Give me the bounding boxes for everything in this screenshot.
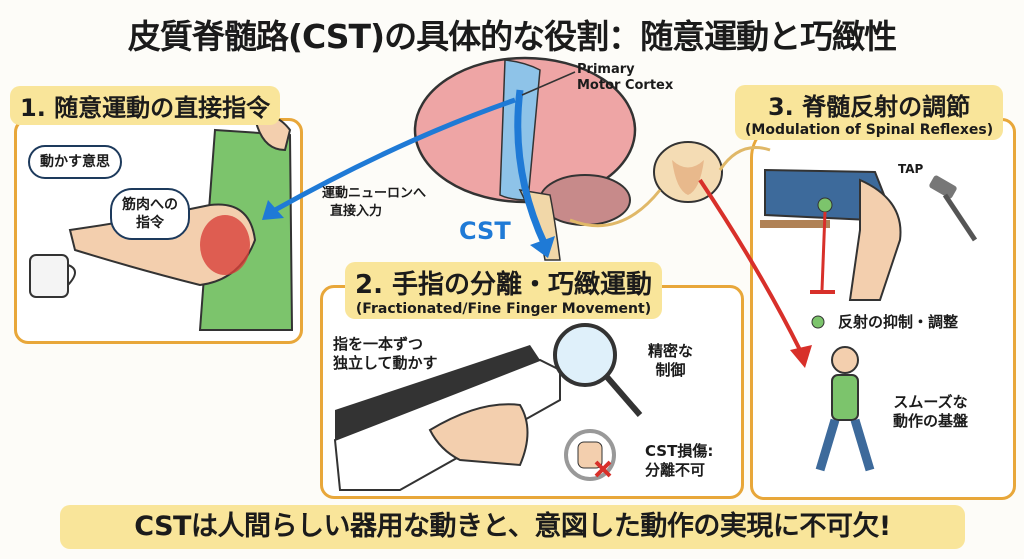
knee-reflex-illustration [760, 168, 902, 329]
text-line: 制御 [655, 361, 686, 379]
cst-arrow-to-arm [273, 97, 516, 213]
intent-bubble: 動かす意思 [28, 145, 122, 179]
text-line: CST損傷: [645, 442, 714, 460]
bubble-line: 筋肉への [122, 197, 178, 213]
piano-keyboard-illustration [333, 345, 561, 491]
fist-damage-icon [564, 429, 616, 481]
panel3-heading: 3. 脊髄反射の調節 [767, 93, 971, 121]
text-line: 指を一本ずつ [333, 335, 424, 353]
page-title: 皮質脊髄路(CST)の具体的な役割：随意運動と巧緻性 [127, 17, 897, 56]
panel3-heading-box: 3. 脊髄反射の調節 (Modulation of Spinal Reflexe… [735, 85, 1004, 140]
panel2-heading-box: 2. 手指の分離・巧緻運動 (Fractionated/Fine Finger … [345, 262, 663, 319]
red-descending-arrow [698, 178, 802, 351]
cst-label: CST [459, 217, 511, 245]
text-line: 動作の基盤 [893, 412, 969, 430]
panel1-heading: 1. 随意運動の直接指令 [10, 86, 281, 125]
direct-input-line1: 運動ニューロンへ [322, 186, 427, 201]
magnifier-icon [553, 323, 643, 417]
summary-banner: CSTは人間らしい器用な動きと、意図した動作の実現に不可欠! [60, 505, 965, 549]
motor-cortex-label: Primary Motor Cortex [577, 62, 673, 94]
muscle-command-bubble: 筋肉への 指令 [110, 188, 190, 240]
bubble-line: 指令 [136, 215, 164, 231]
smooth-movement-text: スムーズな 動作の基盤 [893, 393, 968, 431]
panel2-subheading: (Fractionated/Fine Finger Movement) [355, 301, 652, 317]
text-line: 分離不可 [645, 461, 706, 479]
cst-damage-text: CST損傷: 分離不可 [645, 442, 713, 480]
coffee-cup-icon [29, 254, 76, 298]
text-line: 独立して動かす [333, 354, 438, 372]
panel3-subheading: (Modulation of Spinal Reflexes) [745, 122, 994, 138]
reflex-hammer-icon [929, 175, 978, 242]
independent-finger-text: 指を一本ずつ 独立して動かす [333, 335, 438, 373]
panel2-heading: 2. 手指の分離・巧緻運動 [355, 270, 653, 300]
text-line: スムーズな [893, 393, 968, 411]
cortex-line1: Primary [577, 62, 635, 77]
precise-control-text: 精密な 制御 [648, 342, 693, 380]
direct-input-label: 運動ニューロンへ 直接入力 [322, 185, 426, 221]
walking-person-illustration [815, 346, 875, 472]
cortex-line2: Motor Cortex [577, 78, 674, 93]
direct-input-line2: 直接入力 [330, 204, 383, 219]
cst-arrow-down [514, 89, 549, 247]
reflex-inhibition-text: 反射の抑制・調整 [838, 313, 959, 331]
text-line: 精密な [648, 342, 694, 360]
tap-label: TAP [898, 162, 924, 176]
